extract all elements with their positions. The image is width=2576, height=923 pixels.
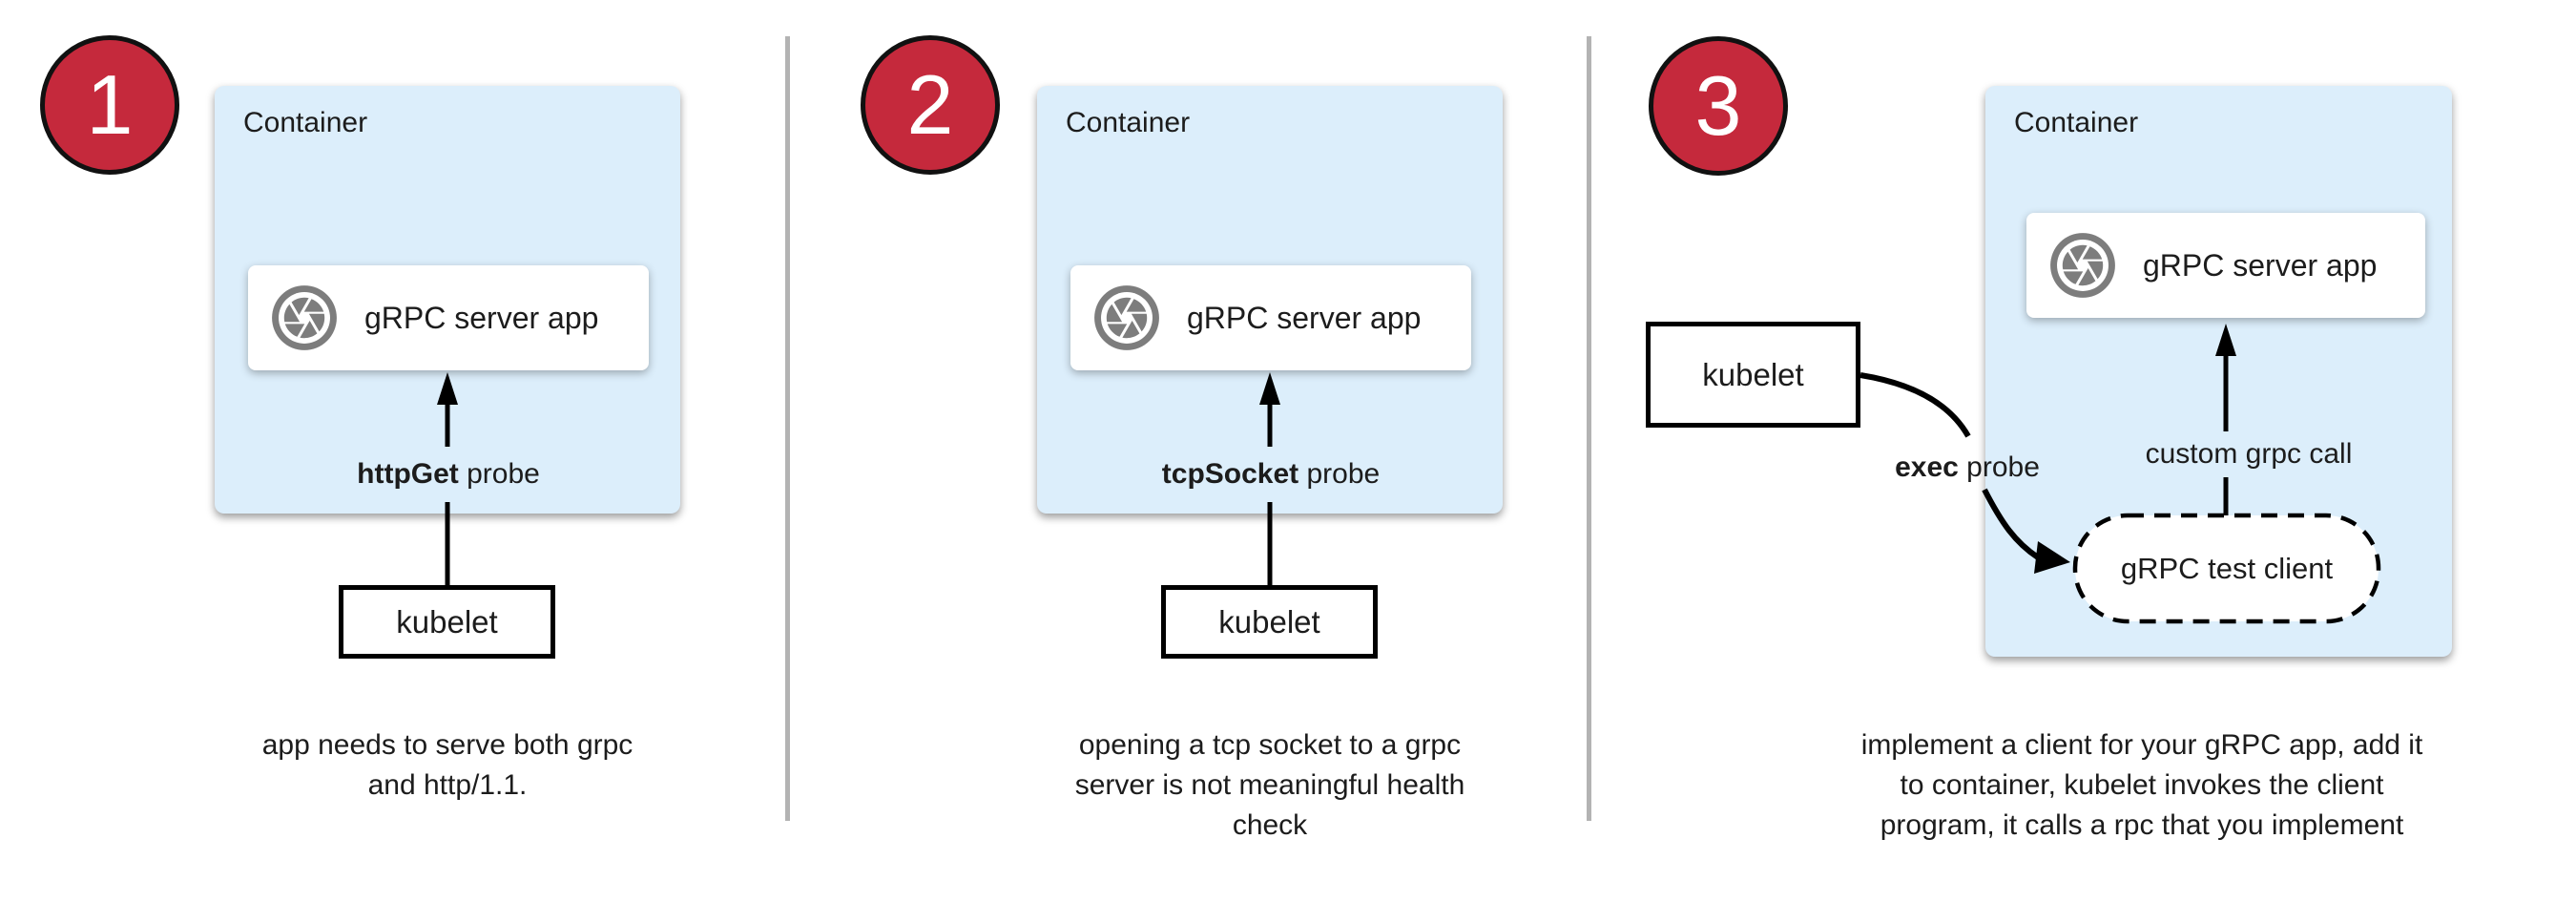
kubelet-box-1: kubelet bbox=[339, 585, 555, 659]
grpc-server-app-box-1: gRPC server app bbox=[248, 265, 649, 370]
kubelet-box-3: kubelet bbox=[1646, 322, 1860, 428]
grpc-server-app-label: gRPC server app bbox=[364, 300, 599, 335]
aperture-icon bbox=[2050, 233, 2115, 298]
container-label: Container bbox=[243, 107, 368, 138]
aperture-icon bbox=[1094, 285, 1159, 350]
aperture-icon bbox=[272, 285, 337, 350]
probe-word: probe bbox=[1306, 458, 1381, 490]
probe-label-3: exec probe bbox=[1895, 451, 2040, 484]
grpc-server-app-label: gRPC server app bbox=[2143, 247, 2378, 283]
caption-1: app needs to serve both grpc and http/1.… bbox=[228, 725, 667, 806]
kubelet-label: kubelet bbox=[1702, 356, 1804, 392]
caption-line: to container, kubelet invokes the client bbox=[1900, 769, 2384, 801]
probe-label-1: httpGet probe bbox=[357, 458, 540, 491]
panel-divider-2 bbox=[1587, 36, 1591, 821]
probe-label-2: tcpSocket probe bbox=[1162, 458, 1380, 491]
grpc-server-app-label: gRPC server app bbox=[1187, 300, 1422, 335]
panel-divider-1 bbox=[785, 36, 790, 821]
custom-grpc-call-label: custom grpc call bbox=[2145, 438, 2353, 470]
caption-line: app needs to serve both grpc bbox=[261, 729, 634, 761]
step-number: 2 bbox=[906, 57, 954, 152]
caption-line: check bbox=[1232, 809, 1308, 841]
probe-kind: exec bbox=[1895, 451, 1959, 483]
caption-line: server is not meaningful health bbox=[1074, 769, 1465, 801]
container-label: Container bbox=[1066, 107, 1191, 138]
probe-kind: tcpSocket bbox=[1161, 458, 1299, 490]
probe-word: probe bbox=[1966, 451, 2040, 483]
caption-3: implement a client for your gRPC app, ad… bbox=[1808, 725, 2476, 846]
step-badge-1: 1 bbox=[40, 35, 179, 175]
kubelet-label: kubelet bbox=[396, 603, 498, 640]
caption-line: and http/1.1. bbox=[367, 769, 528, 801]
grpc-server-app-box-2: gRPC server app bbox=[1070, 265, 1471, 370]
caption-line: program, it calls a rpc that you impleme… bbox=[1880, 809, 2404, 841]
caption-2: opening a tcp socket to a grpc server is… bbox=[1046, 725, 1494, 846]
probe-kind: httpGet bbox=[357, 458, 459, 490]
container-label: Container bbox=[2014, 107, 2139, 138]
caption-line: implement a client for your gRPC app, ad… bbox=[1860, 729, 2423, 761]
grpc-server-app-box-3: gRPC server app bbox=[2026, 213, 2425, 318]
caption-line: opening a tcp socket to a grpc bbox=[1078, 729, 1462, 761]
probe-word: probe bbox=[467, 458, 540, 490]
grpc-test-client-label: gRPC test client bbox=[2120, 552, 2334, 585]
step-number: 1 bbox=[86, 57, 134, 152]
kubelet-label: kubelet bbox=[1218, 603, 1320, 640]
kubelet-box-2: kubelet bbox=[1161, 585, 1378, 659]
step-number: 3 bbox=[1694, 58, 1742, 153]
step-badge-3: 3 bbox=[1649, 36, 1788, 176]
step-badge-2: 2 bbox=[861, 35, 1000, 175]
